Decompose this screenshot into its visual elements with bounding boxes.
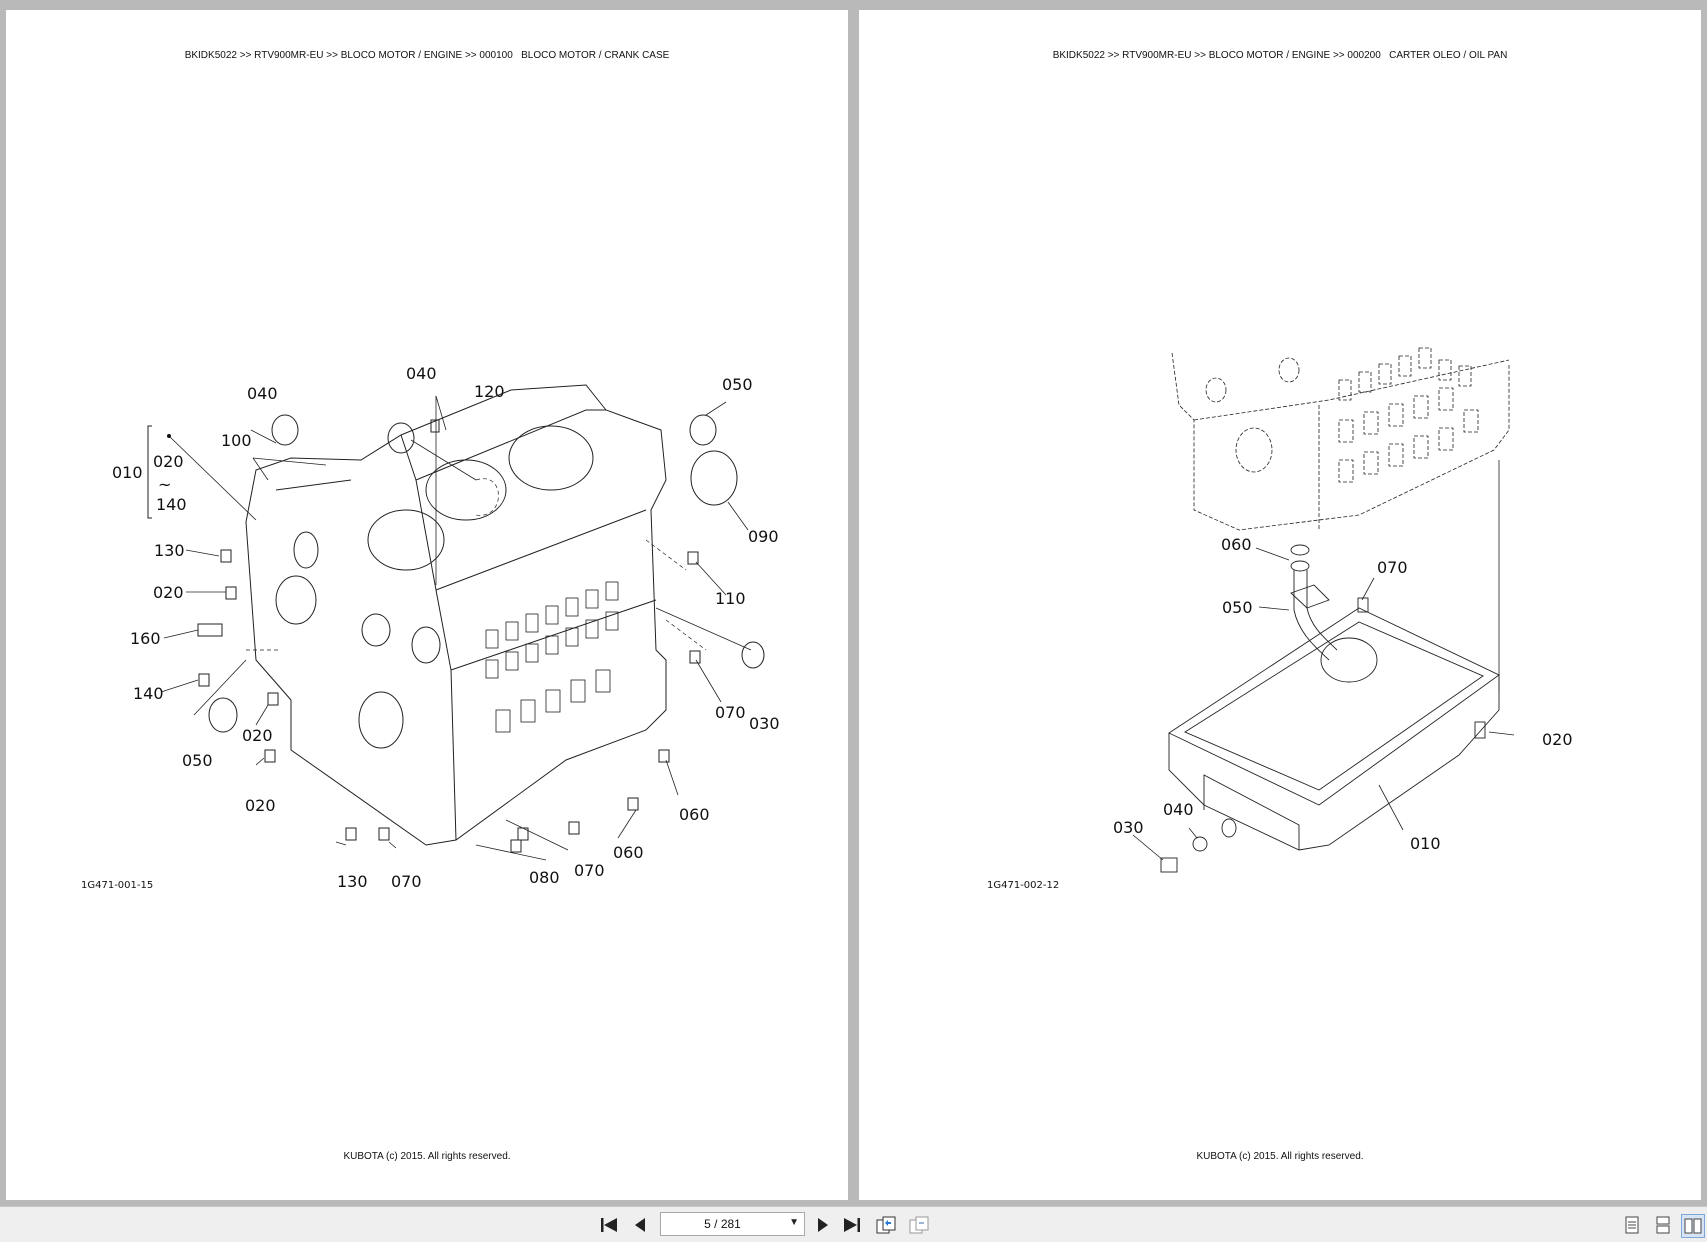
figure-code: 1G471-001-15 — [81, 880, 153, 891]
rotate-icon[interactable] — [875, 1214, 897, 1236]
oil-pan-diagram: 060 070 050 020 040 030 010 1G471-002-12 — [987, 347, 1573, 891]
callout-070: 070 — [391, 872, 422, 891]
page-number-field[interactable]: 5 / 281 ▼ — [660, 1212, 805, 1236]
callout-tilde: ~ — [158, 475, 171, 494]
callout-060: 060 — [1221, 535, 1252, 554]
crank-case-diagram: 040 120 050 040 100 010 020 ~ 140 090 13… — [81, 364, 780, 891]
page-footer: KUBOTA (c) 2015. All rights reserved. — [343, 1151, 511, 1162]
page-number-value: 5 / 281 — [704, 1217, 741, 1231]
page-footer: KUBOTA (c) 2015. All rights reserved. — [1196, 1151, 1364, 1162]
callout-140: 140 — [156, 495, 187, 514]
page-oil-pan: BKIDK5022 >> RTV900MR-EU >> BLOCO MOTOR … — [859, 10, 1701, 1200]
callout-020: 020 — [242, 726, 273, 745]
callout-130: 130 — [154, 541, 185, 560]
last-page-icon[interactable] — [841, 1214, 863, 1236]
callout-040: 040 — [406, 364, 437, 383]
callout-030: 030 — [1113, 818, 1144, 837]
navigation-toolbar: 5 / 281 ▼ — [0, 1206, 1707, 1242]
page-crank-case: BKIDK5022 >> RTV900MR-EU >> BLOCO MOTOR … — [6, 10, 848, 1200]
callout-050: 050 — [182, 751, 213, 770]
callout-060: 060 — [613, 843, 644, 862]
chevron-down-icon[interactable]: ▼ — [789, 1217, 799, 1228]
callout-160: 160 — [130, 629, 161, 648]
block-outline — [245, 384, 667, 846]
callout-070: 070 — [574, 861, 605, 880]
callout-090: 090 — [748, 527, 779, 546]
callout-070: 070 — [715, 703, 746, 722]
continuous-icon[interactable] — [1652, 1214, 1674, 1236]
figure-code: 1G471-002-12 — [987, 880, 1059, 891]
callout-140: 140 — [133, 684, 164, 703]
two-page-icon[interactable] — [1681, 1214, 1705, 1238]
page-header: BKIDK5022 >> RTV900MR-EU >> BLOCO MOTOR … — [184, 50, 670, 61]
callout-010: 010 — [1410, 834, 1441, 853]
callout-030: 030 — [749, 714, 780, 733]
first-page-icon[interactable] — [598, 1214, 620, 1236]
callout-070: 070 — [1377, 558, 1408, 577]
callout-010: 010 — [112, 463, 143, 482]
callout-040: 040 — [247, 384, 278, 403]
callout-050: 050 — [722, 375, 753, 394]
callout-110: 110 — [715, 589, 746, 608]
callout-120: 120 — [474, 382, 505, 401]
prev-page-icon[interactable] — [629, 1214, 651, 1236]
callout-040: 040 — [1163, 800, 1194, 819]
callout-100: 100 — [221, 431, 252, 450]
callout-020: 020 — [153, 583, 184, 602]
single-page-icon[interactable] — [1621, 1214, 1643, 1236]
callout-050: 050 — [1222, 598, 1253, 617]
fit-page-icon[interactable] — [908, 1214, 930, 1236]
callout-020: 020 — [245, 796, 276, 815]
callout-060: 060 — [679, 805, 710, 824]
next-page-icon[interactable] — [812, 1214, 834, 1236]
page-header: BKIDK5022 >> RTV900MR-EU >> BLOCO MOTOR … — [1052, 50, 1508, 61]
callout-130: 130 — [337, 872, 368, 891]
callout-080: 080 — [529, 868, 560, 887]
document-viewport[interactable]: BKIDK5022 >> RTV900MR-EU >> BLOCO MOTOR … — [0, 0, 1707, 1206]
callout-020: 020 — [1542, 730, 1573, 749]
callout-020: 020 — [153, 452, 184, 471]
